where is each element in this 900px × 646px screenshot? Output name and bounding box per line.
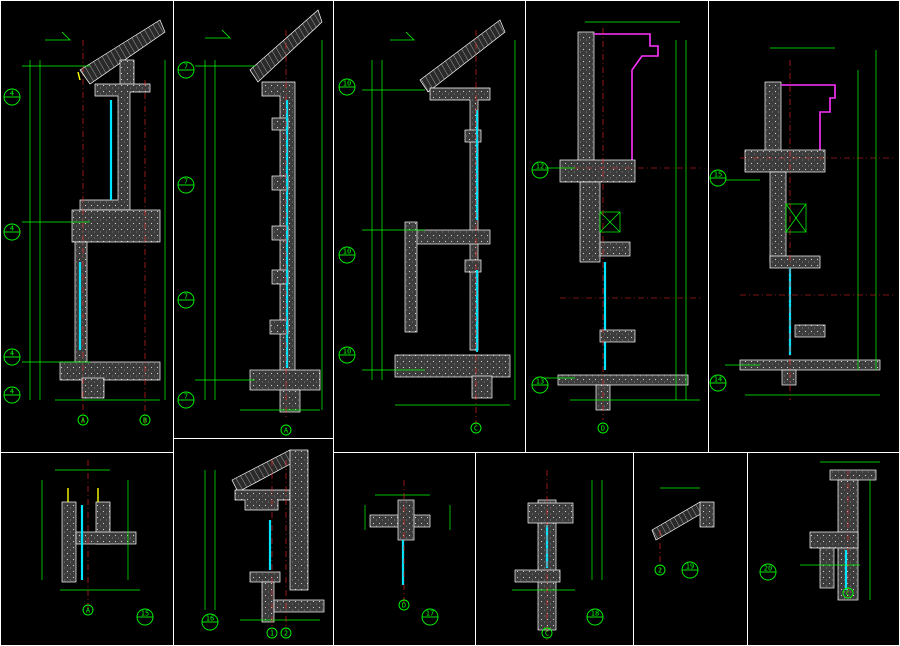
p11-section-tag-0: 20 [759,563,777,581]
p4-section-tag-0-label: 12 [536,163,544,171]
p2-detail-tag-label: 7 [184,393,188,401]
p1-section-tag-1-label: 4 [10,225,14,233]
detail-11 [800,461,880,601]
p6-detail-tag-label: 15 [141,610,149,618]
p2-axis-mark-0-label: A [284,427,289,435]
p6-axis-mark-0: A [82,604,94,616]
detail-8 [364,480,451,605]
p10-axis-mark-0: 2 [654,564,666,576]
p3-section-tag-0: 10 [338,78,356,96]
p4-section-tag-0: 12 [531,161,549,179]
p2-section-tag-2-label: 7 [184,293,188,301]
p8-axis-mark-0: D [398,599,410,611]
detail-10 [651,487,715,570]
p9-detail-tag: 18 [586,608,604,626]
p1-axis-mark-1: B [139,414,151,426]
p2-section-tag-1-label: 7 [184,178,188,186]
p1-axis-mark-0-circle [77,414,89,426]
p7-axis-mark-1-label: 2 [284,630,288,638]
p7-detail-tag-label: 16 [206,615,214,623]
p7-axis-mark-1-circle [280,627,292,639]
p5-detail-tag: 14 [709,374,727,392]
p10-detail-tag-label: 19 [686,563,694,571]
p1-axis-mark-0: A [77,414,89,426]
p7-axis-mark-0: 1 [266,627,278,639]
wall-section-2 [195,9,323,420]
p1-detail-tag-label: 4 [10,388,14,396]
p2-section-tag-0-label: 7 [184,63,188,71]
p1-section-tag-2-label: 4 [10,350,14,358]
p3-axis-mark-0: C [470,422,482,434]
section-tag-layer: 4 4 4 4 7 7 7 7 10 10 10 12 13 15 14 15 16 17 18 19 20 [3,61,777,631]
detail-7 [204,449,325,630]
p3-section-tag-0-label: 10 [343,80,351,88]
p4-detail-tag-label: 13 [536,378,544,386]
p3-axis-mark-0-circle [470,422,482,434]
p7-detail-tag: 16 [201,613,219,631]
p8-detail-tag: 17 [421,608,439,626]
p1-section-tag-0: 4 [3,88,21,106]
p1-detail-tag: 4 [3,386,21,404]
p9-axis-mark-0-circle [541,627,553,639]
p8-axis-mark-0-label: D [402,602,406,610]
p9-axis-mark-0: C [541,627,553,639]
p3-section-tag-2-label: 10 [343,348,351,356]
p1-axis-mark-1-circle [139,414,151,426]
p9-detail-tag-label: 18 [591,610,599,618]
p3-axis-mark-0-label: C [474,425,478,433]
p2-axis-mark-0-circle [280,424,292,436]
p4-axis-mark-0-label: D [601,425,605,433]
p1-axis-mark-1-label: B [143,417,147,425]
p5-section-tag-0-label: 15 [714,171,722,179]
wall-section-1 [22,19,166,425]
wall-section-5 [725,47,895,400]
p7-axis-mark-0-circle [266,627,278,639]
p3-section-tag-2: 10 [338,346,356,364]
p5-section-tag-0: 15 [709,169,727,187]
p1-section-tag-0-label: 4 [10,90,14,98]
p1-section-tag-1: 4 [3,223,21,241]
p4-detail-tag: 13 [531,376,549,394]
p11-section-tag-0-label: 20 [764,565,772,573]
wall-section-3 [362,19,516,425]
p11-axis-mark-0: C [842,587,854,599]
wall-section-4 [545,21,700,420]
p7-axis-mark-0-label: 1 [270,630,274,638]
p5-detail-tag-label: 14 [714,376,722,384]
detail-9 [512,470,603,640]
p4-axis-mark-0: D [597,422,609,434]
p1-section-tag-2: 4 [3,348,21,366]
p2-section-tag-0: 7 [177,61,195,79]
p10-axis-mark-0-label: 2 [658,567,662,575]
p7-axis-mark-1: 2 [280,627,292,639]
p2-detail-tag: 7 [177,391,195,409]
p8-axis-mark-0-circle [398,599,410,611]
p2-axis-mark-0: A [280,424,292,436]
p3-section-tag-1: 10 [338,246,356,264]
p2-section-tag-1: 7 [177,176,195,194]
p3-section-tag-1-label: 10 [343,248,351,256]
p4-axis-mark-0-circle [597,422,609,434]
p11-axis-mark-0-circle [842,587,854,599]
p6-detail-tag: 15 [136,608,154,626]
detail-6 [41,460,140,610]
p10-detail-tag: 19 [681,561,699,579]
p6-axis-mark-0-label: A [86,607,91,615]
p11-axis-mark-0-label: C [846,590,850,598]
p6-axis-mark-0-circle [82,604,94,616]
p2-section-tag-2: 7 [177,291,195,309]
p1-axis-mark-0-label: A [81,417,86,425]
p10-axis-mark-0-circle [654,564,666,576]
p9-axis-mark-0-label: C [545,630,549,638]
p8-detail-tag-label: 17 [426,610,434,618]
